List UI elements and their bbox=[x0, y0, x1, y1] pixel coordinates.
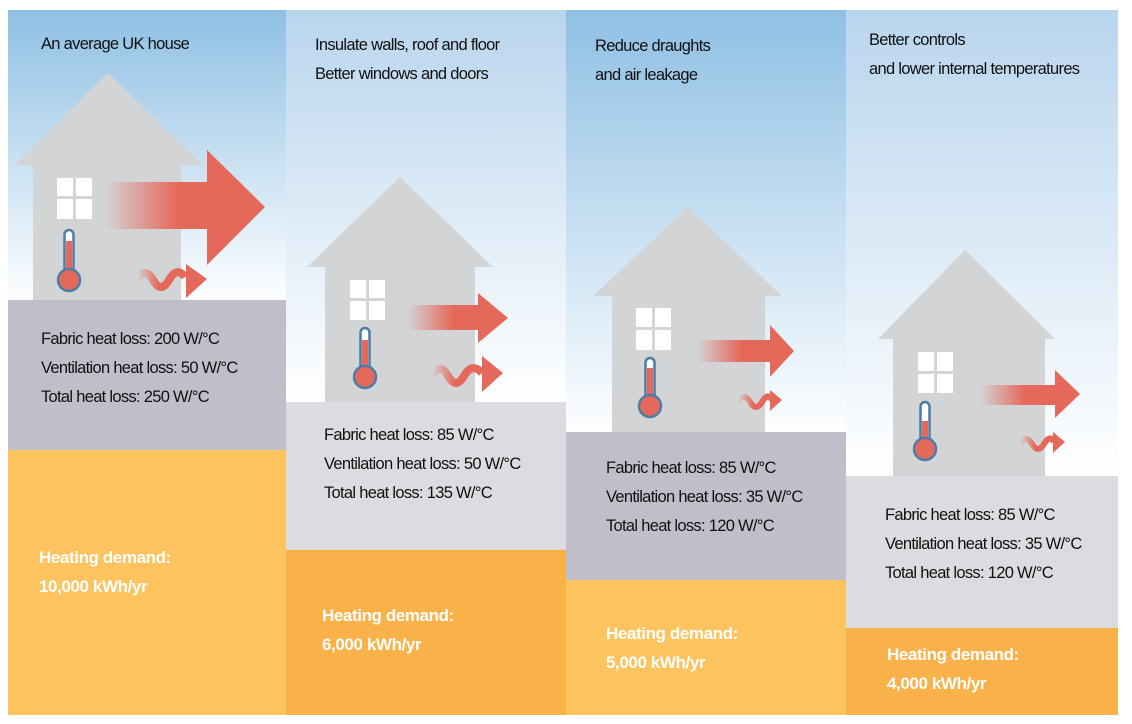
panel-4-title: Better controls and lower internal tempe… bbox=[869, 26, 1080, 84]
fabric-heat-loss: Fabric heat loss: 85 W/°C bbox=[606, 459, 776, 477]
panel-2-heat-losses: Fabric heat loss: 85 W/°C Ventilation he… bbox=[324, 421, 521, 508]
ventilation-heat-loss-arrow bbox=[428, 356, 503, 392]
ventilation-heat-loss: Ventilation heat loss: 50 W/°C bbox=[324, 455, 521, 473]
title-line: Better controls bbox=[869, 31, 966, 49]
panel-2-heating-demand: Heating demand: 6,000 kWh/yr bbox=[322, 601, 454, 659]
house-roof bbox=[878, 250, 1055, 339]
heating-demand-value: 5,000 kWh/yr bbox=[606, 653, 706, 672]
heating-demand-label: Heating demand: bbox=[606, 624, 738, 643]
house-roof bbox=[593, 207, 782, 296]
title-line: and lower internal temperatures bbox=[869, 60, 1080, 78]
heating-demand-value: 6,000 kWh/yr bbox=[322, 635, 422, 654]
heating-demand-label: Heating demand: bbox=[322, 606, 454, 625]
title-line: Better windows and doors bbox=[315, 65, 489, 83]
fabric-heat-loss: Fabric heat loss: 200 W/°C bbox=[41, 330, 220, 348]
panel-3-heat-losses: Fabric heat loss: 85 W/°C Ventilation he… bbox=[606, 454, 803, 541]
fabric-heat-loss: Fabric heat loss: 85 W/°C bbox=[885, 506, 1055, 524]
window-icon bbox=[918, 352, 953, 393]
ventilation-heat-loss-arrow bbox=[133, 264, 207, 298]
thermometer-icon bbox=[352, 326, 378, 390]
fabric-heat-loss-arrow bbox=[408, 293, 508, 343]
heating-demand-label: Heating demand: bbox=[887, 645, 1019, 664]
panel-1-art bbox=[8, 10, 286, 715]
total-heat-loss: Total heat loss: 250 W/°C bbox=[41, 388, 210, 406]
house-roof bbox=[15, 73, 203, 165]
panel-2-art bbox=[286, 10, 566, 715]
thermometer-icon bbox=[637, 356, 663, 419]
window-icon bbox=[636, 308, 671, 350]
total-heat-loss: Total heat loss: 120 W/°C bbox=[606, 517, 775, 535]
heating-demand-box bbox=[8, 450, 286, 715]
ventilation-heat-loss-arrow bbox=[735, 390, 782, 411]
panel-1-heat-losses: Fabric heat loss: 200 W/°C Ventilation h… bbox=[41, 325, 238, 412]
thermometer-icon bbox=[912, 400, 938, 462]
fabric-heat-loss-arrow bbox=[697, 325, 794, 377]
panel-2-title: Insulate walls, roof and floor Better wi… bbox=[315, 31, 500, 89]
panel-4-heat-losses: Fabric heat loss: 85 W/°C Ventilation he… bbox=[885, 501, 1082, 588]
fabric-heat-loss-arrow bbox=[980, 370, 1080, 418]
heating-demand-box bbox=[566, 580, 846, 715]
heating-demand-box bbox=[846, 628, 1118, 715]
heating-demand-value: 10,000 kWh/yr bbox=[39, 577, 148, 596]
ventilation-heat-loss: Ventilation heat loss: 50 W/°C bbox=[41, 359, 238, 377]
heat-loss-box bbox=[566, 432, 846, 580]
ventilation-heat-loss-arrow bbox=[1017, 432, 1065, 453]
window-icon bbox=[57, 178, 92, 219]
heat-loss-box bbox=[8, 300, 286, 450]
panel-3-heating-demand: Heating demand: 5,000 kWh/yr bbox=[606, 619, 738, 677]
fabric-heat-loss-arrow bbox=[105, 150, 265, 265]
title-line: An average UK house bbox=[41, 35, 190, 53]
thermometer-icon bbox=[56, 228, 82, 293]
total-heat-loss: Total heat loss: 135 W/°C bbox=[324, 484, 493, 502]
panel-4-heating-demand: Heating demand: 4,000 kWh/yr bbox=[887, 640, 1019, 698]
title-line: Insulate walls, roof and floor bbox=[315, 36, 500, 54]
heat-loss-box bbox=[846, 476, 1118, 628]
heating-demand-label: Heating demand: bbox=[39, 548, 171, 567]
house-roof bbox=[307, 177, 493, 267]
window-icon bbox=[350, 280, 385, 320]
panel-1-heating-demand: Heating demand: 10,000 kWh/yr bbox=[39, 543, 171, 601]
heat-loss-box bbox=[286, 402, 566, 550]
heating-demand-box bbox=[286, 550, 566, 715]
total-heat-loss: Total heat loss: 120 W/°C bbox=[885, 564, 1054, 582]
house-body bbox=[612, 296, 765, 432]
panel-4-art bbox=[846, 10, 1118, 715]
panel-3-art bbox=[566, 10, 846, 715]
heating-demand-value: 4,000 kWh/yr bbox=[887, 674, 987, 693]
panel-3-title: Reduce draughts and air leakage bbox=[595, 32, 711, 90]
fabric-heat-loss: Fabric heat loss: 85 W/°C bbox=[324, 426, 494, 444]
ventilation-heat-loss: Ventilation heat loss: 35 W/°C bbox=[606, 488, 803, 506]
panel-1-title: An average UK house bbox=[41, 30, 190, 59]
title-line: and air leakage bbox=[595, 66, 698, 84]
title-line: Reduce draughts bbox=[595, 37, 711, 55]
ventilation-heat-loss: Ventilation heat loss: 35 W/°C bbox=[885, 535, 1082, 553]
